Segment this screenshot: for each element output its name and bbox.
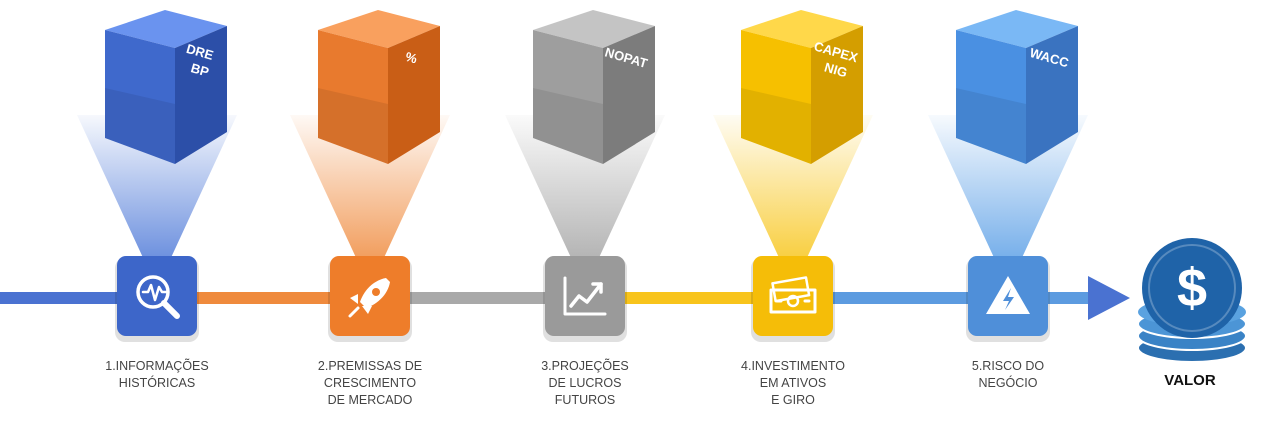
warning-bolt-icon [986,276,1030,314]
step-4-label-line-2: EM ATIVOS [759,376,827,390]
step-5-label: 5.RISCO DO NEGÓCIO [918,358,1098,392]
step-3-cube-top [533,10,655,48]
step-4-cube-front [741,30,811,164]
timeline-segment-2 [187,292,342,304]
step-3-cube: NOPAT [533,10,655,164]
timeline-segment-3 [400,292,557,304]
step-1-cube-shade [105,88,175,164]
money-bills-icon [769,276,817,314]
step-1-beam [77,115,237,262]
step-3-cube-front [533,30,603,164]
arrow-head-icon [1088,276,1130,320]
step-1-cube-front [105,30,175,164]
step-1-label-line-1: 1.INFORMAÇÕES [105,359,209,373]
step-3-label-line-1: 3.PROJEÇÕES [541,359,629,373]
step-4-label-line-3: E GIRO [771,393,815,407]
step-2-beam [290,115,450,262]
coin-rim [1148,244,1236,332]
step-1-label: 1.INFORMAÇÕES HISTÓRICAS [67,358,247,392]
timeline-segment-1 [0,292,129,304]
step-5-label-line-1: 5.RISCO DO [971,359,1045,373]
step-5-label-line-2: NEGÓCIO [978,376,1038,390]
step-1-cube-top [105,10,227,48]
timeline-segment-4 [615,292,765,304]
rocket-icon [348,278,390,318]
step-4-cube-shade [741,88,811,164]
dollar-coins-icon: $ [1137,238,1247,363]
step-3-cube-shade [533,88,603,164]
step-3-beam [505,115,665,262]
coin-face [1142,238,1242,338]
step-5-cube: WACC [956,10,1078,164]
step-2-label: 2.PREMISSAS DE CRESCIMENTO DE MERCADO [280,358,460,409]
result-layer: $ [1137,238,1247,363]
step-4-cube-text-2: NIG [823,60,849,81]
step-3-cube-side [603,26,655,164]
step-2-cube-top [318,10,440,48]
step-2-label-line-2: CRESCIMENTO [323,376,417,390]
step-5-cube-shade [956,88,1026,164]
step-3-label: 3.PROJEÇÕES DE LUCROS FUTUROS [495,358,675,409]
step-2-cube-side [388,26,440,164]
step-5-cube-top [956,10,1078,48]
beams-layer [77,115,1088,262]
step-1-cube-text-2: BP [189,60,211,79]
step-3-label-line-3: FUTUROS [554,393,616,407]
step-3-label-line-2: DE LUCROS [548,376,622,390]
step-4-label-line-1: 4.INVESTIMENTO [741,359,845,373]
step-4-cube-top [741,10,863,48]
step-4-cube-side [811,26,863,164]
analytics-search-icon [136,275,180,319]
step-2-cube: % [318,10,440,164]
step-2-cube-front [318,30,388,164]
step-4-tile [751,256,835,342]
step-5-cube-side [1026,26,1078,164]
step-1-cube-text-1: DRE [185,41,216,63]
step-1-tile [115,256,199,342]
step-2-cube-shade [318,88,388,164]
step-1-cube-side [175,26,227,164]
step-2-cube-text-1: % [404,49,420,67]
line-chart-icon [563,276,607,316]
step-1-label-line-2: HISTÓRICAS [118,376,196,390]
timeline-segment-final [1038,292,1098,304]
step-3-tile-box [545,256,625,336]
step-5-cube-front [956,30,1026,164]
step-5-beam [928,115,1088,262]
tiles-layer [115,256,1050,342]
step-4-beam [713,115,873,262]
step-5-tile [966,256,1050,342]
dollar-sign-icon: $ [1177,258,1207,318]
step-2-label-line-1: 2.PREMISSAS DE [317,359,423,373]
step-3-tile [543,256,627,342]
timeline-layer [0,276,1130,320]
step-2-tile [328,256,412,342]
timeline-segment-5 [823,292,980,304]
valor-label: VALOR [1164,372,1216,389]
step-4-label: 4.INVESTIMENTO EM ATIVOS E GIRO [703,358,883,409]
step-2-label-line-3: DE MERCADO [327,393,413,407]
